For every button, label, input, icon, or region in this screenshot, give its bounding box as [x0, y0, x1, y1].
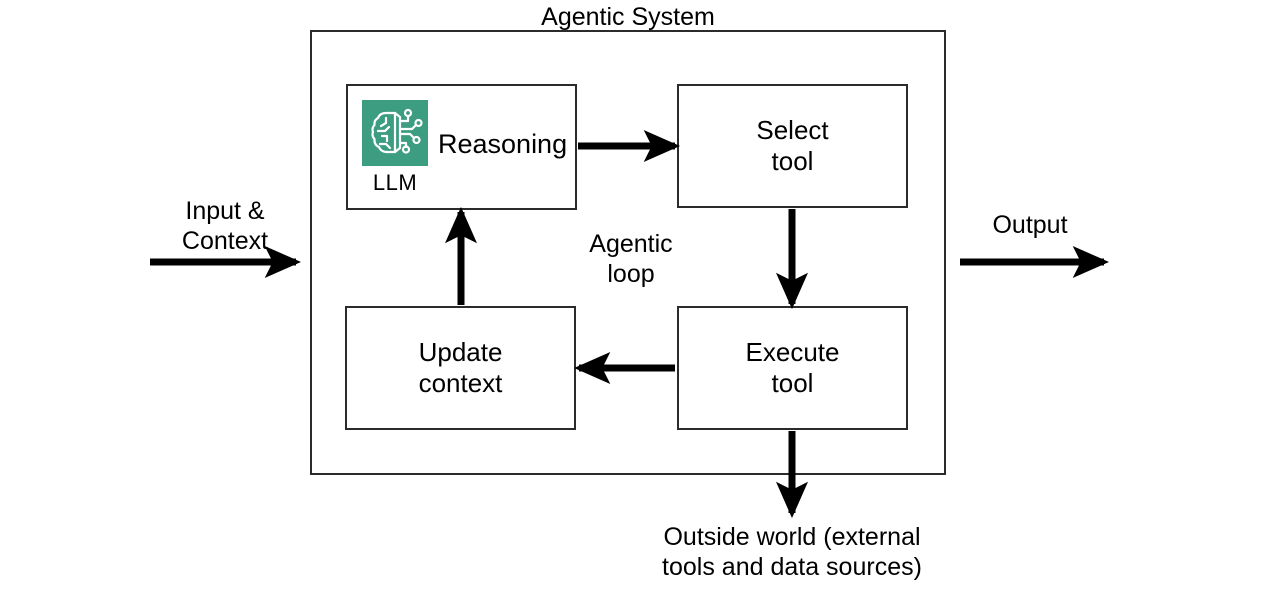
agentic-system-title-text: Agentic System: [541, 3, 715, 31]
node-execute-tool[interactable]: Execute tool: [677, 306, 908, 430]
node-reasoning-label: Reasoning: [438, 128, 568, 159]
label-input-context: Input & Context: [181, 197, 269, 255]
agentic-system-boundary: [310, 30, 946, 475]
label-outside-world: Outside world (external tools and data s…: [662, 523, 922, 581]
llm-brain-circuit-icon: [362, 100, 428, 166]
node-update-context[interactable]: Update context: [345, 306, 576, 430]
node-select-tool-label: Select tool: [756, 115, 829, 176]
label-agentic-loop: Agentic loop: [589, 230, 673, 288]
label-output: Output: [992, 211, 1068, 239]
node-update-context-label: Update context: [418, 337, 503, 398]
node-execute-tool-label: Execute tool: [745, 337, 840, 398]
node-reasoning[interactable]: LLM Reasoning: [346, 84, 577, 210]
llm-block: LLM: [362, 100, 428, 194]
reasoning-inner: LLM Reasoning: [348, 86, 575, 208]
llm-caption: LLM: [372, 170, 418, 195]
node-select-tool[interactable]: Select tool: [677, 84, 908, 208]
agentic-system-title: Agentic System: [310, 2, 946, 32]
